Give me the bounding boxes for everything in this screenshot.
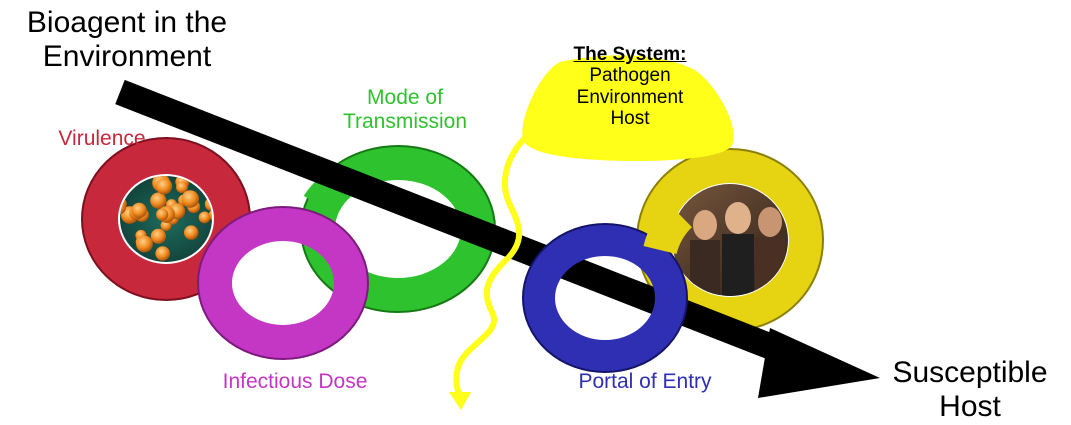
system-item-host: Host: [610, 107, 650, 129]
bacterium-dot: [150, 228, 166, 244]
bioagent-label-line1: Bioagent in the: [26, 6, 228, 39]
bacterium-dot: [184, 225, 199, 240]
system-item-environment: Environment: [576, 86, 684, 108]
infectious-dose-link-ring: [197, 206, 369, 360]
bacterium-dot: [156, 208, 169, 221]
bacterium-dot: [176, 181, 188, 194]
progression-arrow: [115, 79, 880, 398]
system-blob: [522, 55, 734, 162]
transmission-label-line1: Mode of: [367, 86, 443, 109]
bacterium-dot: [181, 190, 199, 208]
broken-chain-wiggle: [449, 137, 526, 410]
transmission-label-line2: Transmission: [342, 109, 468, 133]
virulence-label: Virulence: [58, 127, 146, 150]
susceptible-host-line2: Host: [939, 389, 1001, 423]
bacterium-dot: [136, 235, 153, 253]
bioagent-label: Bioagent in the Environment: [12, 6, 242, 73]
bacterium-dot: [150, 192, 167, 209]
susceptible-host-line1: Susceptible: [892, 356, 1048, 389]
host-ring-overlap: [643, 202, 693, 255]
bioagent-label-line2: Environment: [42, 39, 212, 73]
system-text-block: The System: Pathogen Environment Host: [545, 44, 715, 129]
transmission-label: Mode of Transmission: [325, 86, 485, 133]
host-photo: [672, 184, 788, 296]
portal-of-entry-label: Portal of Entry: [578, 370, 712, 393]
bacterium-dot: [198, 211, 211, 224]
bacterium-dot: [131, 202, 147, 219]
portal-of-entry-link-ring: [522, 223, 688, 373]
susceptible-host-label: Susceptible Host: [880, 356, 1060, 423]
system-item-pathogen: Pathogen: [589, 65, 671, 87]
system-title: The System:: [573, 44, 687, 65]
bacterium-dot: [155, 246, 170, 261]
infectious-dose-label: Infectious Dose: [222, 370, 368, 393]
bacterium-dot: [155, 178, 173, 195]
